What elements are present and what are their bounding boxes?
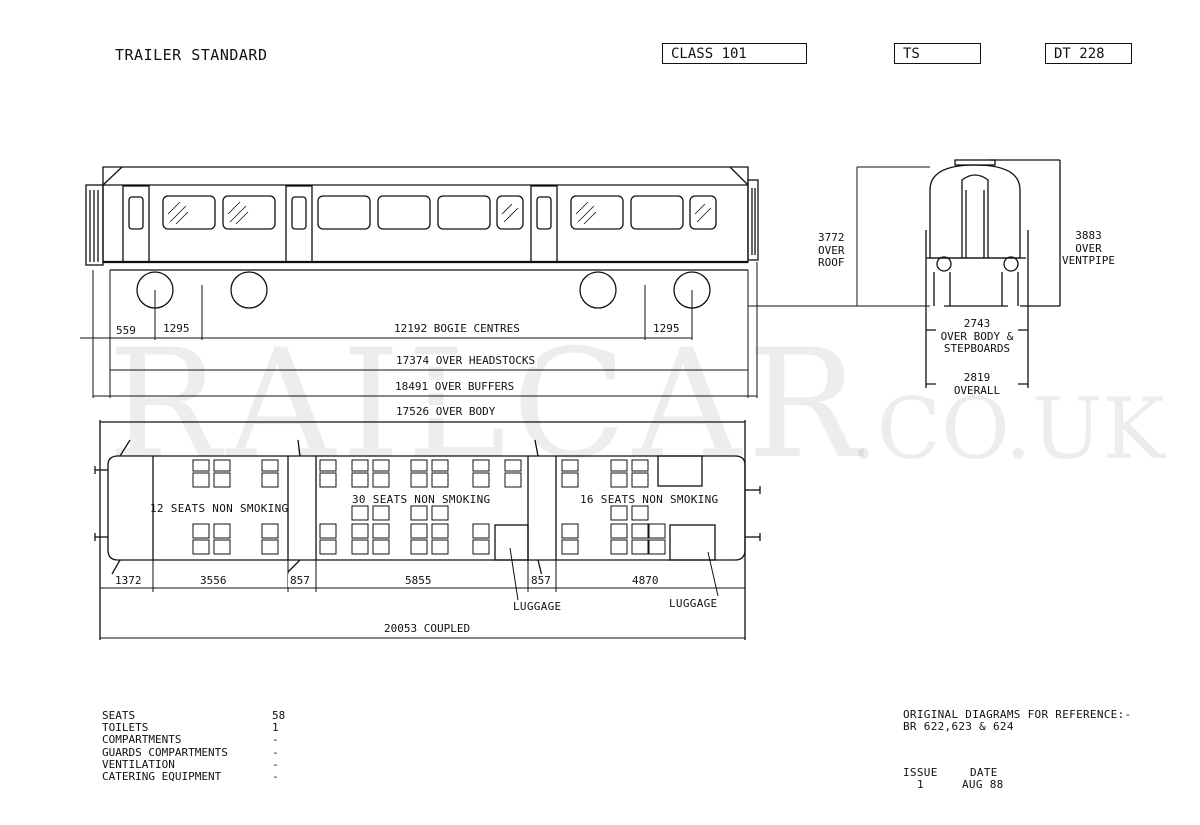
summary-key: TOILETS: [102, 721, 149, 735]
plan-view-body: [94, 420, 761, 640]
dim-end-offset: 559: [114, 324, 138, 337]
luggage-label-1: LUGGAGE: [513, 600, 562, 613]
dim-bogie-centres: 12192 BOGIE CENTRES: [392, 322, 522, 335]
reference-line-2: BR 622,623 & 624: [903, 720, 1014, 733]
section-label-3: 16 SEATS NON SMOKING: [580, 493, 719, 506]
diagram-number-box: DT 228: [1045, 43, 1132, 64]
dim-plan-6: 4870: [630, 574, 661, 587]
dim-bogie-left: 1295: [161, 322, 192, 335]
width-over-body: 2743 OVER BODY & STEPBOARDS: [936, 317, 1018, 356]
summary-key: SEATS: [102, 709, 136, 722]
summary-key: VENTILATION: [102, 757, 175, 771]
summary-value: 58: [272, 709, 286, 722]
summary-value: -: [272, 745, 279, 759]
dim-plan-1: 1372: [113, 574, 144, 587]
summary-row: TOILETS 1: [102, 721, 285, 735]
summary-key: CATERING EQUIPMENT: [102, 770, 222, 784]
height-over-ventpipe: 3883 OVER VENTPIPE: [1062, 229, 1115, 267]
summary-row: CATERING EQUIPMENT -: [102, 770, 285, 784]
summary-key: COMPARTMENTS: [102, 733, 182, 747]
dim-over-headstocks: 17374 OVER HEADSTOCKS: [394, 354, 538, 367]
side-view-body: [85, 166, 759, 309]
dim-plan-5: 857: [529, 574, 553, 587]
summary-key: GUARDS COMPARTMENTS: [102, 745, 228, 759]
summary-value: -: [272, 733, 279, 747]
summary-value: -: [272, 757, 279, 771]
reference-line-1: ORIGINAL DIAGRAMS FOR REFERENCE:-: [903, 708, 1132, 721]
issue-value: 1: [917, 778, 924, 791]
dim-over-body: 17526 OVER BODY: [394, 405, 498, 418]
dim-plan-3: 857: [288, 574, 312, 587]
height-over-roof: 3772 OVER ROOF: [818, 231, 845, 269]
summary-value: -: [272, 770, 279, 784]
date-header: DATE: [970, 766, 998, 779]
section-label-1: 12 SEATS NON SMOKING: [150, 502, 289, 515]
summary-row: VENTILATION -: [102, 757, 285, 771]
summary-row: GUARDS COMPARTMENTS -: [102, 745, 285, 759]
summary-table: SEATS 58 TOILETS 1 COMPARTMENTS - GUARDS CO…: [102, 709, 286, 784]
dim-over-buffers: 18491 OVER BUFFERS: [393, 380, 517, 393]
issue-header: ISSUE: [903, 766, 938, 779]
summary-value: 1: [272, 721, 279, 735]
side-view-dimensions: [80, 166, 930, 398]
summary-row: SEATS 58: [102, 709, 286, 722]
summary-row: COMPARTMENTS -: [102, 734, 285, 746]
type-code-box: TS: [894, 43, 981, 64]
dim-plan-4: 5855: [403, 574, 434, 587]
date-value: AUG 88: [962, 778, 1004, 791]
section-label-2: 30 SEATS NON SMOKING: [352, 493, 491, 506]
dim-plan-2: 3556: [198, 574, 229, 587]
dim-bogie-right: 1295: [651, 322, 682, 335]
class-box: CLASS 101: [662, 43, 807, 64]
page-title: TRAILER STANDARD: [115, 46, 268, 64]
luggage-label-2: LUGGAGE: [669, 597, 718, 610]
dim-coupled: 20053 COUPLED: [382, 622, 473, 635]
width-overall: 2819 OVERALL: [936, 371, 1018, 397]
